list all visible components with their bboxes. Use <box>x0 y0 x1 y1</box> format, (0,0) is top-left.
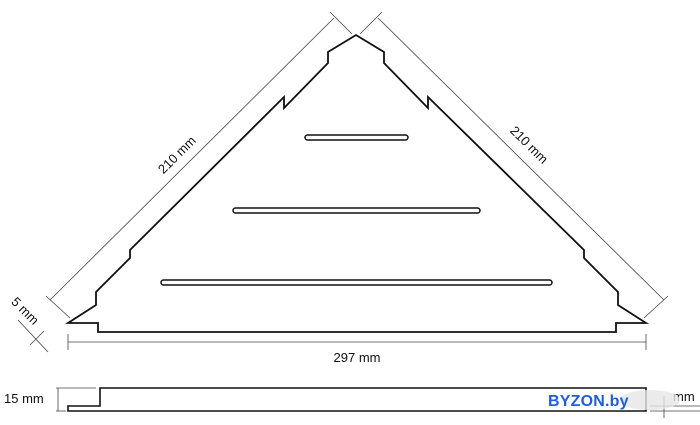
shelf-side-profile <box>67 387 647 412</box>
dimension-right-label: 210 mm <box>507 123 551 167</box>
dimension-height-label: 15 mm <box>4 391 44 406</box>
watermark-glow <box>620 390 680 410</box>
drain-slot-bottom <box>160 279 553 286</box>
dimension-width <box>67 334 647 350</box>
drain-slot-top <box>304 134 409 141</box>
dimension-rim <box>17 319 49 353</box>
dimension-width-label: 297 mm <box>334 350 381 365</box>
dimension-right <box>359 11 669 319</box>
shelf-outline <box>64 33 650 333</box>
drain-slot-middle <box>232 207 481 214</box>
dimension-left <box>45 11 353 319</box>
brand-watermark: BYZON.by <box>548 393 629 410</box>
dimension-rim-label: 5 mm <box>8 294 42 328</box>
dimension-left-label: 210 mm <box>155 133 199 177</box>
dimension-height <box>56 387 96 412</box>
